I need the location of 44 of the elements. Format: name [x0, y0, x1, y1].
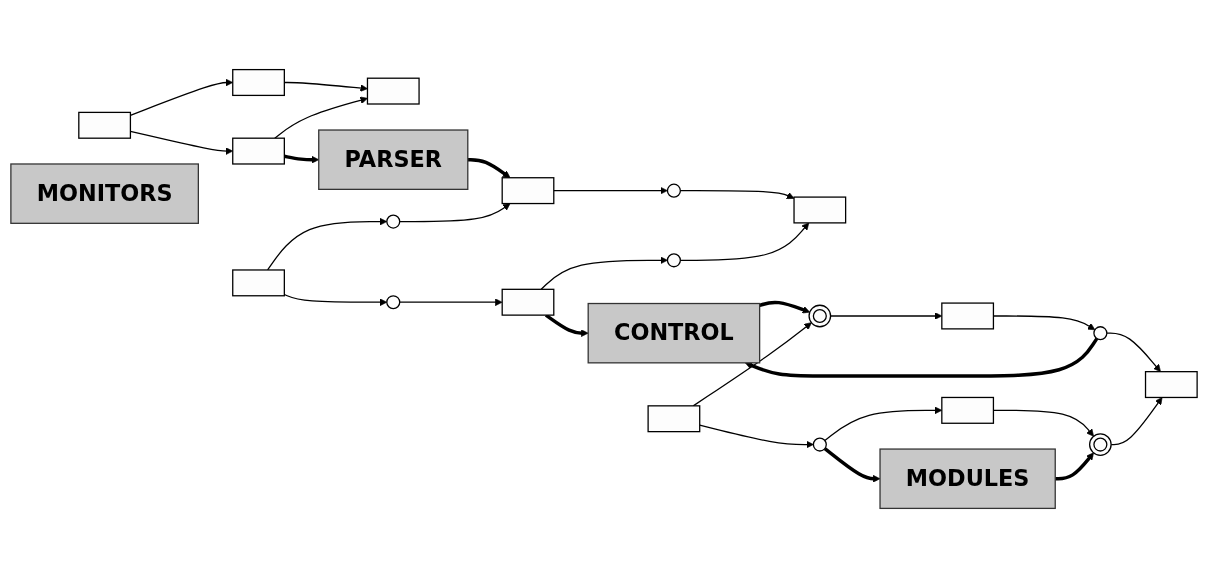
node-box	[231, 68, 285, 96]
node-box	[792, 195, 846, 224]
node-box	[940, 396, 994, 424]
arrow	[283, 154, 319, 163]
arrow	[266, 217, 387, 271]
node-box	[231, 137, 285, 165]
arrow	[758, 300, 810, 313]
node-circle	[1088, 432, 1112, 456]
node-box	[1144, 370, 1198, 398]
arrow	[744, 337, 1098, 378]
arrow	[823, 406, 942, 441]
node-box	[646, 404, 700, 432]
node-circle	[812, 436, 827, 452]
arrow	[692, 321, 812, 406]
node-circle	[385, 214, 400, 229]
node-box	[77, 111, 131, 139]
node-box: CONTROL	[587, 302, 760, 363]
arrow	[398, 202, 510, 222]
node-box	[501, 288, 554, 316]
arrow	[679, 189, 794, 199]
node-circle	[385, 294, 400, 309]
node-box: MONITORS	[9, 162, 199, 224]
node-box	[501, 176, 554, 204]
arrow	[992, 409, 1094, 437]
node-circle	[666, 252, 681, 267]
arrow	[679, 222, 809, 261]
arrow	[283, 293, 387, 306]
node-box: MODULES	[878, 447, 1056, 509]
arrow	[1105, 332, 1161, 372]
arrow	[1110, 396, 1162, 445]
arrow	[823, 446, 880, 482]
arrow	[1054, 452, 1094, 480]
node-box	[940, 301, 994, 330]
node-circle	[666, 183, 681, 198]
node-box: PARSER	[317, 128, 468, 190]
arrow	[992, 314, 1095, 330]
node-circle	[1092, 325, 1107, 340]
node-box	[231, 268, 285, 296]
node-circle	[807, 304, 831, 327]
arrow	[467, 157, 510, 178]
arrow	[129, 130, 233, 155]
node-box	[366, 77, 420, 105]
arrow	[129, 78, 233, 116]
arrow	[540, 256, 668, 290]
